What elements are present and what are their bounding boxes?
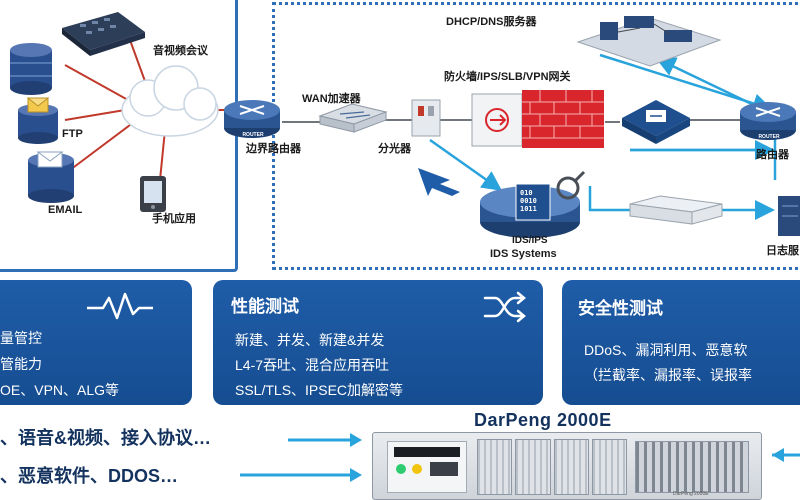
mobile-phone-icon	[140, 176, 166, 212]
router-badge: ROUTER	[758, 134, 780, 140]
edge-router-label: 边界路由器	[246, 143, 301, 155]
card-right-line-2: （拦截率、漏报率、误报率	[584, 367, 752, 383]
splitter-icon	[411, 99, 441, 137]
vpn-gateway-icon	[622, 100, 690, 144]
card-right-title: 安全性测试	[578, 299, 663, 318]
firewall-appliance-icon	[471, 93, 523, 147]
card-middle-line-2: L4-7吞吐、混合应用吞吐	[235, 357, 390, 373]
network-diagram	[224, 16, 800, 238]
log-collector-icon	[629, 195, 723, 225]
device-slots	[477, 439, 627, 495]
ids-label-top: IDS/IPS	[512, 235, 548, 246]
ftp-label: FTP	[62, 128, 83, 140]
device-control-panel	[387, 441, 467, 493]
ids-system-icon	[480, 170, 586, 238]
firewall-wall-icon	[522, 90, 604, 148]
database-icon	[10, 43, 52, 95]
edge-router-badge: ROUTER	[242, 132, 264, 138]
firewall-label: 防火墙/IPS/SLB/VPN网关	[444, 71, 571, 83]
dhcp-dns-server-icon	[576, 16, 722, 67]
card-performance-test: 性能测试 新建、并发、新建&并发 L4-7吞吐、混合应用吞吐 SSL/TLS、I…	[213, 280, 543, 405]
device-small-label: DarPeng 2000E	[673, 491, 709, 497]
bottom-line-protocols: 、语音&视频、接入协议…	[0, 428, 211, 448]
router-icon	[740, 102, 796, 140]
link-ftp	[64, 109, 126, 121]
usb-port-icon	[430, 462, 458, 476]
log-server-label: 日志服	[766, 245, 799, 257]
card-middle-line-3: SSL/TLS、IPSEC加解密等	[235, 382, 404, 398]
application-diagram	[10, 12, 238, 212]
card-security-test: 安全性测试 DDoS、漏洞利用、恶意软 （拦截率、漏报率、误报率	[562, 280, 800, 405]
bottom-arrows	[240, 433, 800, 482]
mobile-app-label: 手机应用	[152, 213, 196, 225]
card-right-line-1: DDoS、漏洞利用、恶意软	[584, 342, 748, 358]
card-left-line-3: OE、VPN、ALG等	[0, 382, 120, 398]
edge-router-icon	[224, 100, 280, 138]
link-mobile	[159, 129, 166, 181]
device-title: DarPeng 2000E	[474, 410, 612, 430]
dhcp-dns-label: DHCP/DNS服务器	[446, 16, 537, 28]
power-led-icon	[412, 464, 422, 474]
device-display	[394, 447, 460, 457]
log-server-icon	[778, 196, 800, 236]
status-led-icon	[396, 464, 406, 474]
card-middle-line-1: 新建、并发、新建&并发	[235, 332, 385, 348]
bottom-line-threats: 、恶意软件、DDOS…	[0, 466, 179, 486]
card-left-line-2: 管能力	[0, 356, 42, 372]
card-middle-title: 性能测试	[231, 297, 299, 316]
splitter-label: 分光器	[378, 143, 411, 155]
card-left-line-1: 量管控	[0, 330, 42, 346]
card-traffic-control: 量管控 管能力 OE、VPN、ALG等	[0, 280, 192, 405]
video-conference-icon	[62, 12, 145, 56]
router-label: 路由器	[756, 149, 789, 161]
wan-accelerator-label: WAN加速器	[302, 93, 361, 105]
video-conference-label: 音视频会议	[153, 45, 208, 57]
flow-arrow-icon	[418, 168, 460, 196]
waveform-icon	[87, 292, 153, 320]
shuffle-icon	[483, 291, 526, 323]
wan-accelerator-icon	[318, 103, 388, 133]
email-server-icon	[28, 151, 74, 203]
device-vents	[635, 441, 749, 493]
ftp-server-icon	[18, 97, 58, 144]
email-label: EMAIL	[48, 204, 83, 216]
ids-screen: 010 0010 1011	[520, 189, 537, 213]
device-chassis: DarPeng 2000E	[372, 432, 762, 500]
link-email	[69, 124, 131, 171]
ids-label-bottom: IDS Systems	[490, 248, 557, 260]
cloud-icon	[121, 65, 219, 137]
link-db	[64, 64, 129, 101]
